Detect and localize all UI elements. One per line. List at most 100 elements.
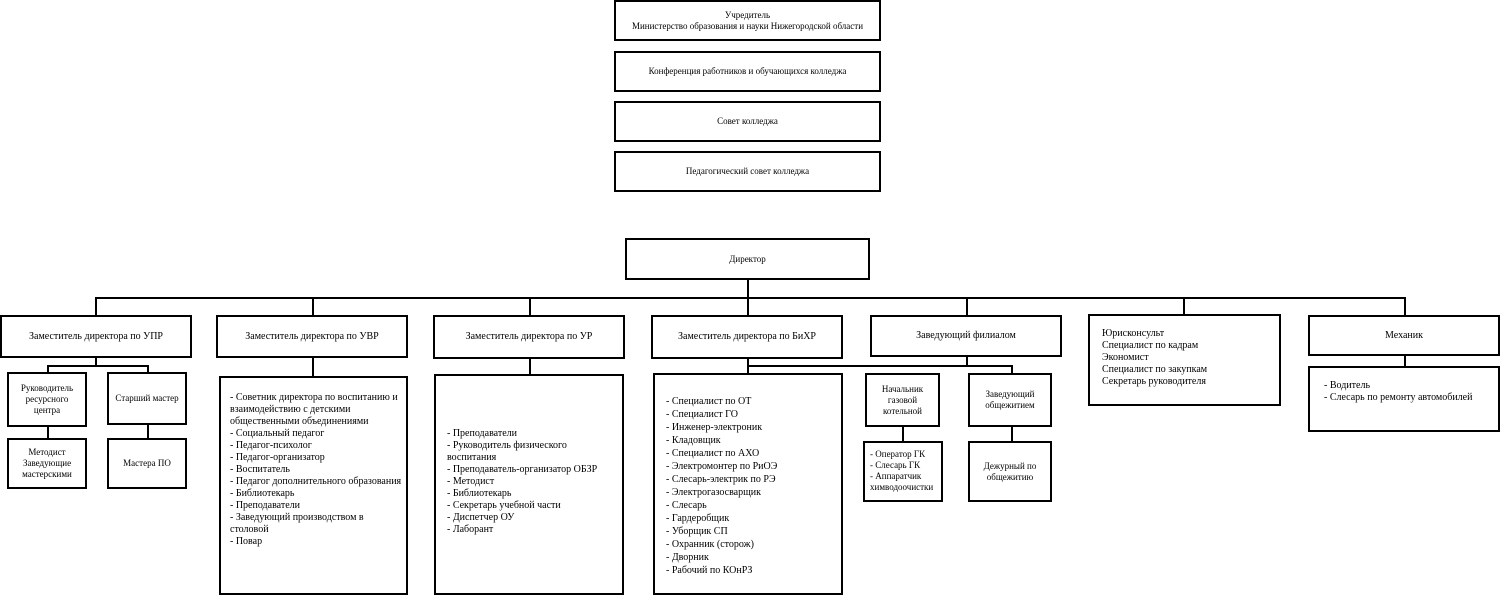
bihr-staff-item: - Охранник (сторож) [666, 539, 754, 550]
standalone-staff-list: Юрисконсульт Специалист по кадрам Эконом… [1102, 328, 1273, 388]
mechanic-box: Механик [1308, 315, 1500, 356]
resource-to-methodist [47, 425, 49, 439]
founder-box: Учредитель Министерство образования и на… [614, 0, 881, 41]
mechanic-staff-item: - Слесарь по ремонту автомобилей [1324, 392, 1473, 403]
deputy-bihr-box: Заместитель директора по БиХР [651, 315, 843, 359]
dorm-staff-box: Дежурный по общежитию [968, 441, 1052, 502]
bihr-staff-item: - Специалист ГО [666, 409, 738, 420]
upr-down-line [95, 357, 97, 365]
ur-staff-item: - Секретарь учебной части [447, 500, 561, 511]
college-council-label: Совет колледжа [717, 116, 778, 126]
bus-drop-branch [966, 297, 968, 316]
boiler-to-staff [902, 425, 904, 442]
boiler-staff-item: - Аппаратчик химводоочистки [870, 471, 934, 492]
senior-to-masters [147, 423, 149, 439]
uvr-staff-item: - Преподаватели [230, 500, 300, 511]
methodist-box: Методист Заведующие мастерскими [7, 438, 87, 489]
dorm-head-label: Заведующий общежитием [985, 389, 1035, 410]
standalone-staff-item: Специалист по закупкам [1102, 364, 1208, 375]
conference-box: Конференция работников и обучающихся кол… [614, 51, 881, 92]
bihr-branch-link [747, 365, 1012, 367]
boiler-staff-box: - Оператор ГК - Слесарь ГК - Аппаратчик … [863, 441, 943, 502]
ur-staff-item: - Лаборант [447, 524, 494, 535]
bihr-staff-item: - Специалист по ОТ [666, 396, 752, 407]
bus-drop-ur [529, 297, 531, 316]
deputy-uvr-label: Заместитель директора по УВР [245, 330, 379, 342]
standalone-staff-item: Экономист [1102, 352, 1149, 363]
branch-right-drop [1011, 365, 1013, 373]
branch-down-line [966, 356, 968, 366]
ur-staff-item: - Методист [447, 476, 495, 487]
resource-head-label: Руководитель ресурсного центра [20, 383, 74, 415]
director-box: Директор [625, 238, 870, 280]
ur-staff-list: - Преподаватели - Руководитель физическо… [447, 428, 618, 536]
senior-master-box: Старший мастер [107, 372, 187, 425]
ur-staff-box: - Преподаватели - Руководитель физическо… [434, 374, 624, 595]
upr-left-drop [47, 365, 49, 373]
uvr-staff-list: - Советник директора по воспитанию и вза… [230, 392, 402, 548]
bihr-staff-item: - Электрогазосварщик [666, 487, 762, 498]
ur-staff-item: - Диспетчер ОУ [447, 512, 515, 523]
standalone-staff-item: Специалист по кадрам [1102, 340, 1199, 351]
uvr-staff-box: - Советник директора по воспитанию и вза… [219, 376, 408, 595]
bihr-staff-item: - Слесарь-электрик по РЭ [666, 474, 776, 485]
workshop-heads-label: Заведующие мастерскими [22, 458, 72, 479]
deputy-bihr-label: Заместитель директора по БиХР [678, 331, 816, 342]
standalone-staff-item: Секретарь руководителя [1102, 376, 1206, 387]
deputy-ur-box: Заместитель директора по УР [433, 315, 625, 359]
mechanic-to-list-line [1404, 354, 1406, 367]
ur-staff-item: - Библиотекарь [447, 488, 512, 499]
uvr-staff-item: - Педагог-организатор [230, 452, 325, 463]
bihr-staff-list: - Специалист по ОТ - Специалист ГО - Инж… [666, 395, 837, 577]
conference-label: Конференция работников и обучающихся кол… [648, 66, 847, 76]
deputy-upr-label: Заместитель директора по УПР [29, 330, 163, 342]
bihr-staff-box: - Специалист по ОТ - Специалист ГО - Инж… [653, 373, 843, 595]
uvr-staff-item: - Библиотекарь [230, 488, 295, 499]
bihr-staff-item: - Кладовщик [666, 435, 721, 446]
mechanic-staff-list: - Водитель - Слесарь по ремонту автомоби… [1324, 380, 1492, 404]
boiler-head-box: Начальник газовой котельной [865, 373, 940, 427]
ur-staff-item: - Руководитель физического воспитания [447, 440, 567, 463]
bus-drop-bihr [747, 297, 749, 316]
bihr-staff-item: - Инженер-электроник [666, 422, 763, 433]
upr-right-drop [147, 365, 149, 373]
bus-drop-mechanic [1404, 297, 1406, 316]
uvr-to-list-line [312, 357, 314, 377]
uvr-staff-item: - Педагог-психолог [230, 440, 312, 451]
uvr-staff-item: - Социальный педагог [230, 428, 325, 439]
masters-label: Мастера ПО [123, 458, 171, 468]
boiler-head-label: Начальник газовой котельной [881, 383, 924, 416]
ped-council-label: Педагогический совет колледжа [685, 166, 810, 176]
bihr-staff-item: - Гардеробщик [666, 513, 730, 524]
masters-box: Мастера ПО [107, 438, 187, 489]
bihr-staff-item: - Рабочий по КОнРЗ [666, 565, 753, 576]
director-label: Директор [729, 253, 766, 264]
mechanic-staff-box: - Водитель - Слесарь по ремонту автомоби… [1308, 366, 1500, 432]
uvr-staff-item: - Советник директора по воспитанию и вза… [230, 392, 398, 427]
bus-drop-upr [95, 297, 97, 316]
founder-name: Министерство образования и науки Нижегор… [631, 20, 864, 31]
founder-title: Учредитель [724, 9, 771, 20]
uvr-staff-item: - Воспитатель [230, 464, 290, 475]
standalone-staff-item: Юрисконсульт [1102, 328, 1165, 339]
dorm-to-staff [1011, 425, 1013, 442]
deputy-ur-label: Заместитель директора по УР [465, 331, 593, 342]
boiler-staff-item: - Слесарь ГК [870, 460, 921, 470]
ur-staff-item: - Преподаватели [447, 428, 517, 439]
senior-master-label: Старший мастер [115, 393, 179, 403]
upr-split-line [47, 365, 148, 367]
bihr-staff-item: - Специалист по АХО [666, 448, 760, 459]
director-bus-line [95, 297, 1406, 299]
boiler-staff-list: - Оператор ГК - Слесарь ГК - Аппаратчик … [870, 449, 939, 493]
deputy-upr-box: Заместитель директора по УПР [0, 315, 192, 358]
deputy-uvr-box: Заместитель директора по УВР [216, 315, 408, 358]
branch-head-box: Заведующий филиалом [870, 315, 1062, 357]
ur-to-list-line [529, 358, 531, 375]
methodist-label: Методист [28, 447, 66, 457]
uvr-staff-item: - Педагог дополнительного образования [230, 476, 402, 487]
branch-head-label: Заведующий филиалом [916, 330, 1016, 341]
dorm-head-box: Заведующий общежитием [968, 373, 1052, 427]
bihr-staff-item: - Дворник [666, 552, 709, 563]
bus-drop-standalone [1183, 297, 1185, 315]
bihr-staff-item: - Электромонтер по РиОЭ [666, 461, 778, 472]
